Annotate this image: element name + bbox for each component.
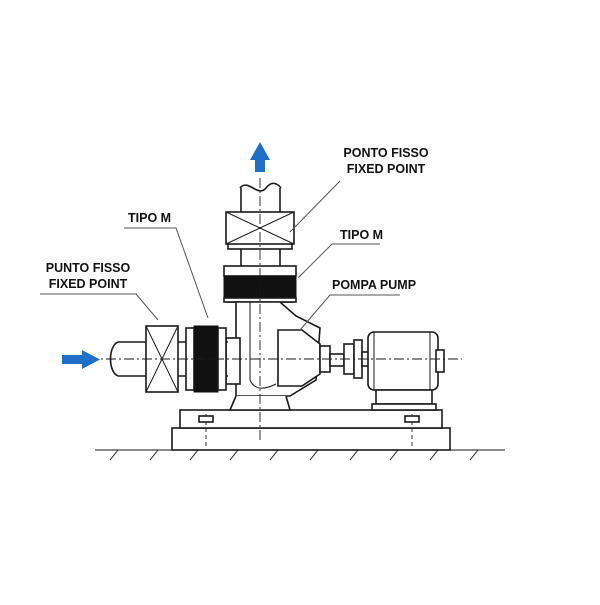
label-tipo-m-upper: TIPO M	[340, 228, 383, 242]
label-tipo-m-left: TIPO M	[128, 211, 171, 225]
label-fixed-point-top-en: FIXED POINT	[347, 162, 426, 176]
label-fixed-point-left-it: PUNTO FISSO	[46, 261, 131, 275]
arrow-right-icon	[62, 350, 100, 369]
leader-fixed-point-left	[40, 293, 159, 321]
arrow-up-icon	[250, 142, 270, 172]
ground	[95, 449, 505, 461]
foundation-base	[171, 409, 451, 451]
leader-lines	[40, 180, 400, 331]
pump-shaft	[277, 329, 371, 387]
label-fixed-point-top-it: PONTO FISSO	[343, 146, 428, 160]
leader-pump	[299, 294, 400, 331]
label-pump: POMPA PUMP	[332, 278, 416, 292]
leader-tipo-m-upper	[297, 243, 380, 279]
center-lines	[88, 178, 462, 440]
label-fixed-point-left-en: FIXED POINT	[49, 277, 128, 291]
leader-fixed-point-top	[289, 180, 341, 233]
labels: PONTO FISSO FIXED POINT TIPO M POMPA PUM…	[46, 146, 429, 292]
motor	[367, 331, 445, 411]
leader-tipo-m-left	[124, 227, 209, 319]
